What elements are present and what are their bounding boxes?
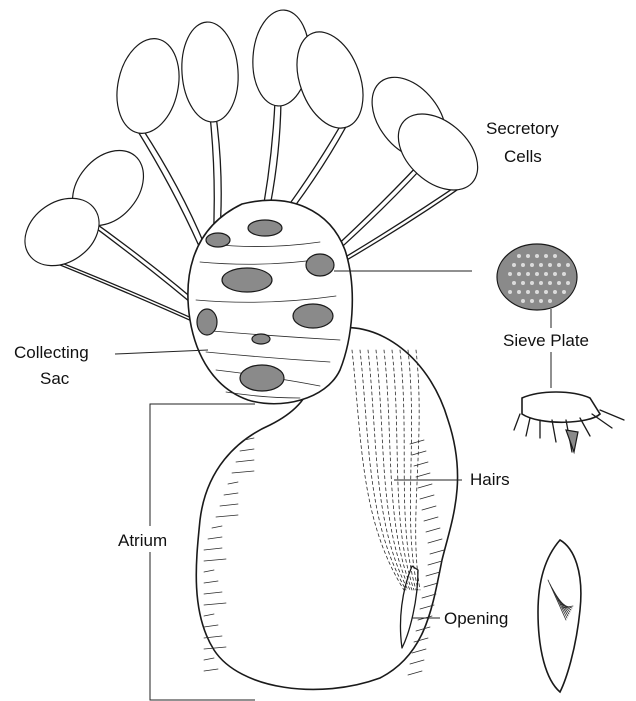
collecting-sac-leader <box>115 350 208 354</box>
sieve-perforation <box>517 290 521 294</box>
sieve-perforation <box>535 290 539 294</box>
sieve-plate-top-view <box>497 244 577 310</box>
opening-detail-outline <box>538 540 581 692</box>
sieve-perforation <box>553 290 557 294</box>
label-collecting-sac-line1: Collecting <box>14 343 89 362</box>
sieve-perforation <box>553 254 557 258</box>
sac-pore <box>293 304 333 328</box>
sieve-perforation <box>566 263 570 267</box>
sieve-perforation <box>539 281 543 285</box>
atrium-hatch-line <box>408 671 422 675</box>
label-secretory-cells-line1: Secretory <box>486 119 559 138</box>
sac-pore <box>306 254 334 276</box>
sieve-plate-disc <box>497 244 577 310</box>
label-hairs: Hairs <box>470 470 510 489</box>
sac-pore <box>206 233 230 247</box>
sac-pore <box>248 220 282 236</box>
secretory-cell-stalk <box>136 128 199 246</box>
sieve-perforation <box>553 272 557 276</box>
sieve-perforation <box>521 281 525 285</box>
sieve-perforation <box>548 299 552 303</box>
sieve-perforation <box>521 299 525 303</box>
sieve-perforation <box>530 299 534 303</box>
sieve-plate-side-disc <box>522 392 600 422</box>
sieve-perforation <box>539 263 543 267</box>
sieve-perforation <box>557 281 561 285</box>
secretory-cell-stalk <box>327 180 466 268</box>
opening-detail <box>538 540 581 692</box>
secretory-cell-bulb <box>109 33 188 139</box>
label-atrium: Atrium <box>118 531 167 550</box>
sieve-perforation <box>557 263 561 267</box>
sieve-perforation <box>526 272 530 276</box>
sieve-perforation <box>508 290 512 294</box>
sieve-perforation <box>512 281 516 285</box>
secretory-cell-stalk <box>333 180 472 268</box>
atrium-hatch-line <box>410 660 424 664</box>
sieve-perforation <box>521 263 525 267</box>
sieve-perforation <box>544 272 548 276</box>
sieve-perforation <box>544 254 548 258</box>
sieve-perforation <box>517 272 521 276</box>
sieve-perforation <box>566 281 570 285</box>
sieve-perforation <box>530 263 534 267</box>
label-opening: Opening <box>444 609 508 628</box>
sieve-perforation <box>526 290 530 294</box>
sieve-perforation <box>548 281 552 285</box>
atrium-hatch-line <box>204 658 214 660</box>
sieve-perforation <box>526 254 530 258</box>
sac-pore <box>252 334 270 344</box>
sieve-perforation <box>535 272 539 276</box>
sac-pore <box>222 268 272 292</box>
label-collecting-sac-line2: Sac <box>40 369 70 388</box>
secretory-cell-bulb <box>179 20 242 124</box>
label-secretory-cells-line2: Cells <box>504 147 542 166</box>
sieve-perforation <box>530 281 534 285</box>
sieve-perforation <box>508 272 512 276</box>
sieve-perforation <box>562 290 566 294</box>
label-sieve-plate: Sieve Plate <box>503 331 589 350</box>
sieve-perforation <box>544 290 548 294</box>
sieve-perforation <box>512 263 516 267</box>
sieve-perforation <box>548 263 552 267</box>
sieve-perforation <box>535 254 539 258</box>
sieve-perforation <box>562 272 566 276</box>
sieve-perforation <box>539 299 543 303</box>
sieve-perforation <box>517 254 521 258</box>
sac-pore <box>240 365 284 391</box>
sieve-plate-side-view <box>514 392 624 452</box>
sac-pore <box>197 309 217 335</box>
atrium-hatch-line <box>204 669 218 671</box>
secretory-cell-stalk <box>142 128 205 246</box>
atrium-hatch-line <box>412 649 426 653</box>
